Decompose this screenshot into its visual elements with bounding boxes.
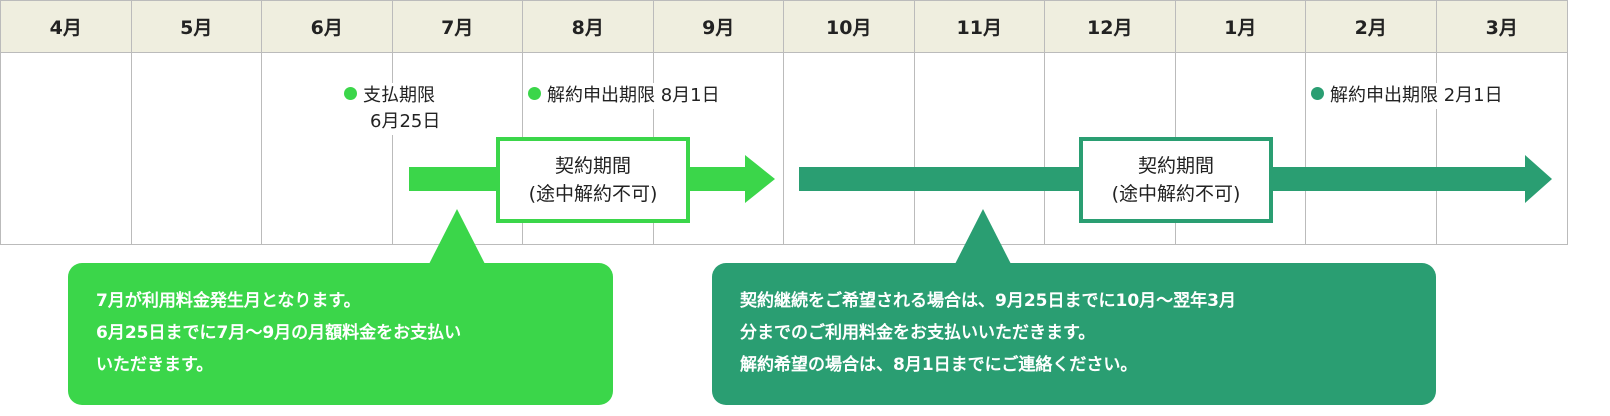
month-cell [262,53,393,244]
callout-line: 解約希望の場合は、8月1日までにご連絡ください。 [740,355,1138,375]
month-cell [1176,53,1306,244]
marker-date: 6月25日 [370,111,441,132]
cancel-deadline-marker-2: 解約申出期限 2月1日 [1311,83,1507,109]
cancel-deadline-marker-1: 解約申出期限 8月1日 [528,83,724,109]
renewal-callout: 契約継続をご希望される場合は、9月25日までに10月～翌年3月 分までのご利用料… [712,263,1436,405]
month-cell [654,53,784,244]
callout-pointer-2 [954,209,1012,266]
contract-period-box-2: 契約期間 (途中解約不可) [1079,137,1273,223]
month-header: 6月 [262,1,393,53]
month-grid: 4月 5月 6月 7月 8月 9月 10月 11月 12月 1月 2月 3月 [0,0,1568,245]
callout-line: 7月が利用料金発生月となります。 [96,291,361,311]
month-cell [915,53,1045,244]
month-header: 9月 [653,1,784,53]
month-cell [132,53,262,244]
month-header: 5月 [131,1,262,53]
period-note: (途中解約不可) [528,183,658,205]
month-cell [1,53,132,244]
callout-pointer-1 [428,209,486,266]
marker-text: 解約申出期限 2月1日 [1330,85,1503,106]
marker-dot-icon [1311,87,1324,100]
period-title: 契約期間 [1137,155,1214,177]
callout-line: いただきます。 [96,355,214,375]
month-header: 11月 [914,1,1045,53]
month-cell [784,53,915,244]
marker-text: 解約申出期限 8月1日 [547,85,720,106]
month-header: 4月 [1,1,132,53]
month-header: 12月 [1045,1,1176,53]
period-note: (途中解約不可) [1111,183,1241,205]
month-header: 8月 [523,1,654,53]
month-cell [1306,53,1437,244]
month-header: 7月 [392,1,523,53]
month-header: 10月 [784,1,915,53]
month-header: 2月 [1306,1,1437,53]
marker-dot-icon [528,87,541,100]
marker-dot-icon [344,87,357,100]
period-title: 契約期間 [554,155,631,177]
contract-period-box-1: 契約期間 (途中解約不可) [496,137,690,223]
callout-line: 6月25日までに7月～9月の月額料金をお支払い [96,323,462,343]
callout-line: 分までのご利用料金をお支払いいただきます。 [740,323,1096,343]
month-header: 1月 [1175,1,1306,53]
callout-line: 契約継続をご希望される場合は、9月25日までに10月～翌年3月 [740,291,1236,311]
month-header: 3月 [1436,1,1567,53]
first-period-callout: 7月が利用料金発生月となります。 6月25日までに7月～9月の月額料金をお支払い… [68,263,613,405]
payment-deadline-marker: 支払期限 6月25日 [344,83,445,135]
marker-text: 支払期限 [363,85,435,106]
